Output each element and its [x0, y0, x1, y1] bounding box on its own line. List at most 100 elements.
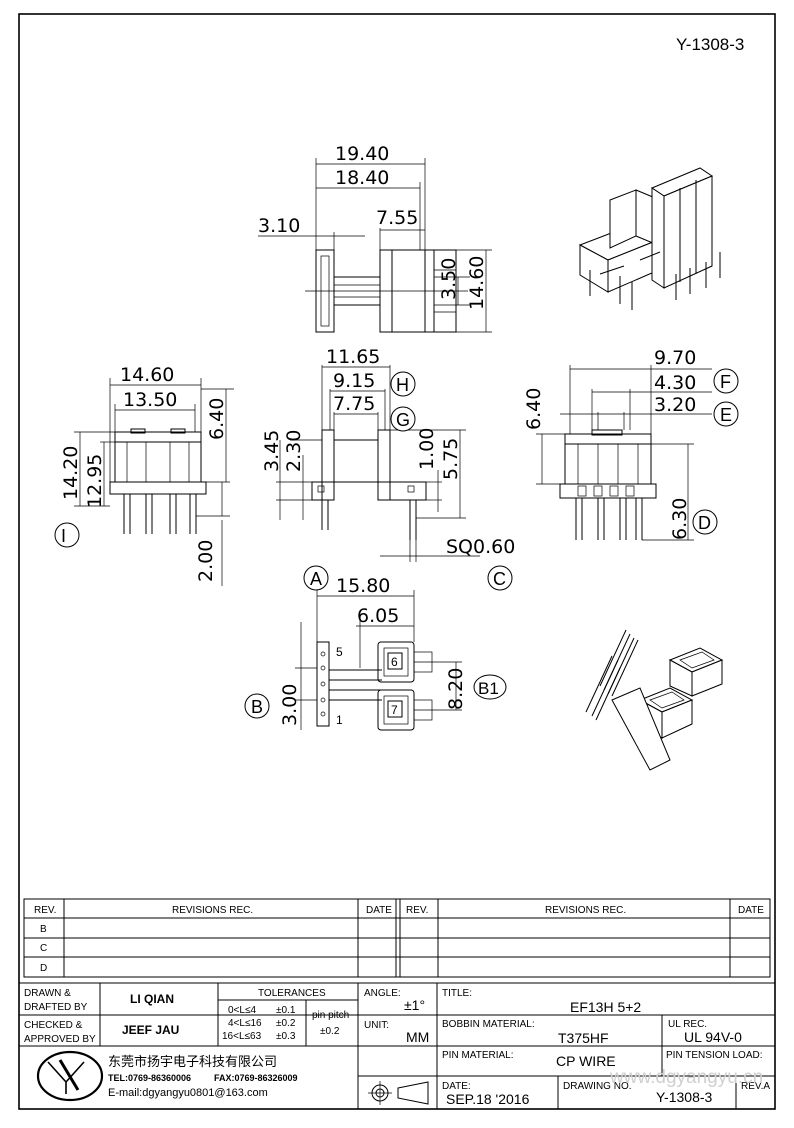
right-end-view: 9.70 4.30 3.20 6.40 6.30 F E D — [523, 347, 739, 541]
label-revisions-col_date: DATE — [738, 905, 764, 916]
label-dimensions-bottom-1: 6.05 — [357, 605, 399, 627]
label-dimensions-top-3: 7.55 — [376, 207, 418, 229]
bottom-view: 5 1 6 7 15.80 6.05 3.00 8.20 — [244, 565, 507, 731]
label-pin_labels-3: 7 — [391, 703, 398, 717]
top-view: 19.40 18.40 3.10 7.55 3.50 14.60 — [258, 143, 492, 333]
label-title_block-unit_value: MM — [406, 1029, 429, 1045]
label-title_block-company_fax: FAX:0769-86326009 — [214, 1073, 298, 1083]
label-dimensions-bottom-0: 15.80 — [336, 575, 390, 597]
drawing-code: Y-1308-3 — [676, 35, 744, 54]
label-dimensions-left-0: 14.60 — [120, 364, 174, 386]
label-title_block-pin_pitch_label: pin pitch — [312, 1010, 349, 1021]
label-revisions-rows-1: C — [40, 943, 47, 954]
label-title_block-tol_rows-2-range: 16<L≤63 — [222, 1031, 262, 1042]
label-title_block-company_name: 东莞市扬宇电子科技有限公司 — [108, 1054, 277, 1069]
label-dimensions-bottom-3: 8.20 — [445, 668, 467, 710]
label-revisions-col_revisions: REVISIONS REC. — [545, 905, 626, 916]
label-title_block-date_value: SEP.18 '2016 — [446, 1091, 530, 1107]
label-revisions-col_date: DATE — [366, 905, 392, 916]
label-dimensions-left-3: 14.20 — [60, 446, 82, 500]
label-title_block-angle_label: ANGLE: — [364, 988, 401, 999]
label-title_block-drawing_no_label: DRAWING NO. — [563, 1081, 632, 1092]
iso-view-top — [578, 167, 721, 310]
label-pin_labels-2: 6 — [391, 655, 398, 669]
label-title_block-ul_label: UL REC. — [668, 1019, 707, 1030]
label-title_block-date_label: DATE: — [442, 1081, 471, 1092]
label-dimensions-middle-5: 1.00 — [416, 428, 438, 470]
label-dimensions-top-5: 14.60 — [466, 256, 488, 310]
label-title_block-rev_label: REV.A — [741, 1081, 770, 1092]
label-dimensions-middle-0: 11.65 — [326, 346, 380, 368]
label-dimensions-middle-3: 3.45 — [261, 430, 283, 472]
revisions-table: REV. REVISIONS REC. DATE REV. REVISIONS … — [23, 898, 771, 978]
label-dimensions-middle-7: SQ0.60 — [446, 536, 515, 558]
label-dimensions-bottom-2: 3.00 — [279, 684, 301, 726]
label-title_block-drawn_by: LI QIAN — [130, 992, 174, 1006]
label-title_block-title_value: EF13H 5+2 — [570, 999, 641, 1015]
label-callouts-2: F — [720, 372, 731, 392]
label-dimensions-middle-4: 2.30 — [283, 430, 305, 472]
label-title_block-checked_by: JEEF JAU — [122, 1023, 179, 1037]
label-callouts-8: B — [251, 697, 263, 717]
label-title_block-tol_rows-2-value: ±0.3 — [276, 1031, 296, 1042]
projection-symbol-icon — [368, 1081, 429, 1105]
label-title_block-unit_label: UNIT: — [364, 1020, 389, 1031]
label-title_block-drawn_label_1: DRAWN & — [24, 988, 71, 999]
label-dimensions-top-1: 18.40 — [335, 167, 389, 189]
label-title_block-pin_pitch_value: ±0.2 — [320, 1026, 340, 1037]
label-title_block-pin_tension_label: PIN TENSION LOAD: — [666, 1050, 763, 1061]
label-callouts-4: I — [61, 526, 66, 546]
label-callouts-0: H — [396, 375, 409, 395]
label-dimensions-middle-2: 7.75 — [333, 393, 375, 415]
label-title_block-checked_label_1: CHECKED & — [24, 1020, 83, 1031]
left-front-view: 14.60 13.50 6.40 14.20 12.95 2.00 I — [54, 364, 234, 586]
label-callouts-5: D — [698, 513, 711, 533]
label-title_block-tol_rows-0-value: ±0.1 — [276, 1005, 296, 1016]
label-title_block-bobbin_value: T375HF — [558, 1030, 609, 1046]
label-title_block-pin_material_value: CP WIRE — [556, 1053, 616, 1069]
label-title_block-bobbin_label: BOBBIN MATERIAL: — [442, 1019, 535, 1030]
label-callouts-3: E — [720, 405, 732, 425]
label-title_block-company_tel: TEL:0769-86360006 — [108, 1073, 191, 1083]
label-title_block-tolerances_label: TOLERANCES — [258, 988, 326, 999]
label-dimensions-left-1: 13.50 — [123, 389, 177, 411]
label-title_block-title_label: TITLE: — [442, 988, 472, 999]
label-dimensions-left-5: 2.00 — [195, 540, 217, 582]
company-logo-icon — [36, 1050, 104, 1102]
label-title_block-angle_value: ±1° — [404, 997, 425, 1013]
label-title_block-ul_value: UL 94V-0 — [684, 1029, 742, 1045]
label-revisions-col_rev: REV. — [406, 905, 428, 916]
label-callouts-6: C — [493, 569, 506, 589]
iso-view-bottom — [585, 629, 724, 771]
label-revisions-col_rev: REV. — [34, 905, 56, 916]
title-block: DRAWN & DRAFTED BY LI QIAN CHECKED & APP… — [18, 982, 776, 1110]
label-dimensions-middle-1: 9.15 — [333, 370, 375, 392]
label-title_block-tol_rows-1-range: 4<L≤16 — [228, 1018, 262, 1029]
sheet-border — [18, 13, 776, 1110]
label-revisions-rows-2: D — [40, 963, 47, 974]
label-title_block-tol_rows-0-range: 0<L≤4 — [228, 1005, 256, 1016]
label-title_block-drawn_label_2: DRAFTED BY — [24, 1002, 88, 1013]
label-dimensions-right-3: 6.40 — [523, 388, 545, 430]
label-title_block-drawing_no_value: Y-1308-3 — [656, 1089, 713, 1105]
label-dimensions-right-4: 6.30 — [669, 498, 691, 540]
label-dimensions-left-2: 6.40 — [206, 398, 228, 440]
label-dimensions-left-4: 12.95 — [84, 454, 106, 508]
label-dimensions-top-0: 19.40 — [335, 143, 389, 165]
website-watermark: www.dgyangyu.cn — [609, 1067, 763, 1088]
label-dimensions-top-4: 3.50 — [438, 258, 460, 300]
label-revisions-rows-0: B — [40, 924, 47, 935]
label-pin_labels-1: 1 — [336, 713, 343, 727]
label-dimensions-right-0: 9.70 — [654, 347, 696, 369]
label-callouts-7: A — [310, 569, 322, 589]
label-dimensions-middle-6: 5.75 — [440, 438, 462, 480]
label-title_block-company_email: E-mail:dgyangyu0801@163.com — [108, 1087, 268, 1099]
label-title_block-tol_rows-1-value: ±0.2 — [276, 1018, 296, 1029]
middle-section-view: 11.65 9.15 7.75 3.45 2.30 1.00 5.75 SQ0.… — [261, 346, 515, 591]
label-revisions-col_revisions: REVISIONS REC. — [172, 905, 253, 916]
label-callouts-9: B1 — [478, 679, 499, 698]
label-dimensions-right-1: 4.30 — [654, 372, 696, 394]
label-pin_labels-0: 5 — [336, 645, 343, 659]
